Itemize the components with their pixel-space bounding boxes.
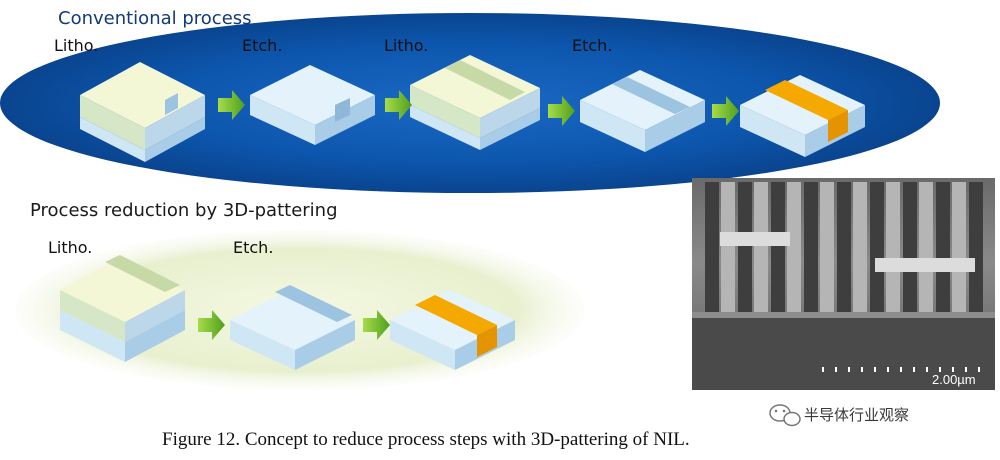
conv-block-3 [410, 55, 540, 150]
reduced-step-label-1: Litho. [48, 238, 93, 257]
conv-block-1 [80, 62, 205, 162]
conv-block-4 [580, 70, 705, 152]
red-block-2 [230, 285, 355, 370]
wechat-icon [769, 404, 801, 427]
conv-block-2 [250, 65, 375, 145]
sem-scale-label: 2.00µm [932, 372, 976, 387]
watermark-text: 半导体行业观察 [804, 406, 910, 424]
figure-caption: Figure 12. Concept to reduce process ste… [162, 429, 690, 450]
reduced-title: Process reduction by 3D-pattering [30, 200, 338, 221]
arrow-right-icon [385, 90, 412, 120]
red-block-3 [390, 290, 515, 370]
conventional-title: Conventional process [58, 8, 252, 29]
arrow-right-icon [548, 96, 575, 126]
arrow-right-icon [198, 310, 225, 340]
sem-micrograph [692, 178, 995, 390]
conv-step-label-1: Litho. [54, 36, 99, 55]
conv-step-label-2: Etch. [242, 36, 283, 55]
arrow-right-icon [712, 96, 739, 126]
conv-step-label-4: Etch. [572, 36, 613, 55]
red-block-1 [60, 255, 185, 362]
reduced-step-label-2: Etch. [233, 238, 274, 257]
conv-block-5 [740, 75, 865, 157]
arrow-right-icon [363, 310, 390, 340]
conv-step-label-3: Litho. [384, 36, 429, 55]
arrow-right-icon [218, 90, 245, 120]
